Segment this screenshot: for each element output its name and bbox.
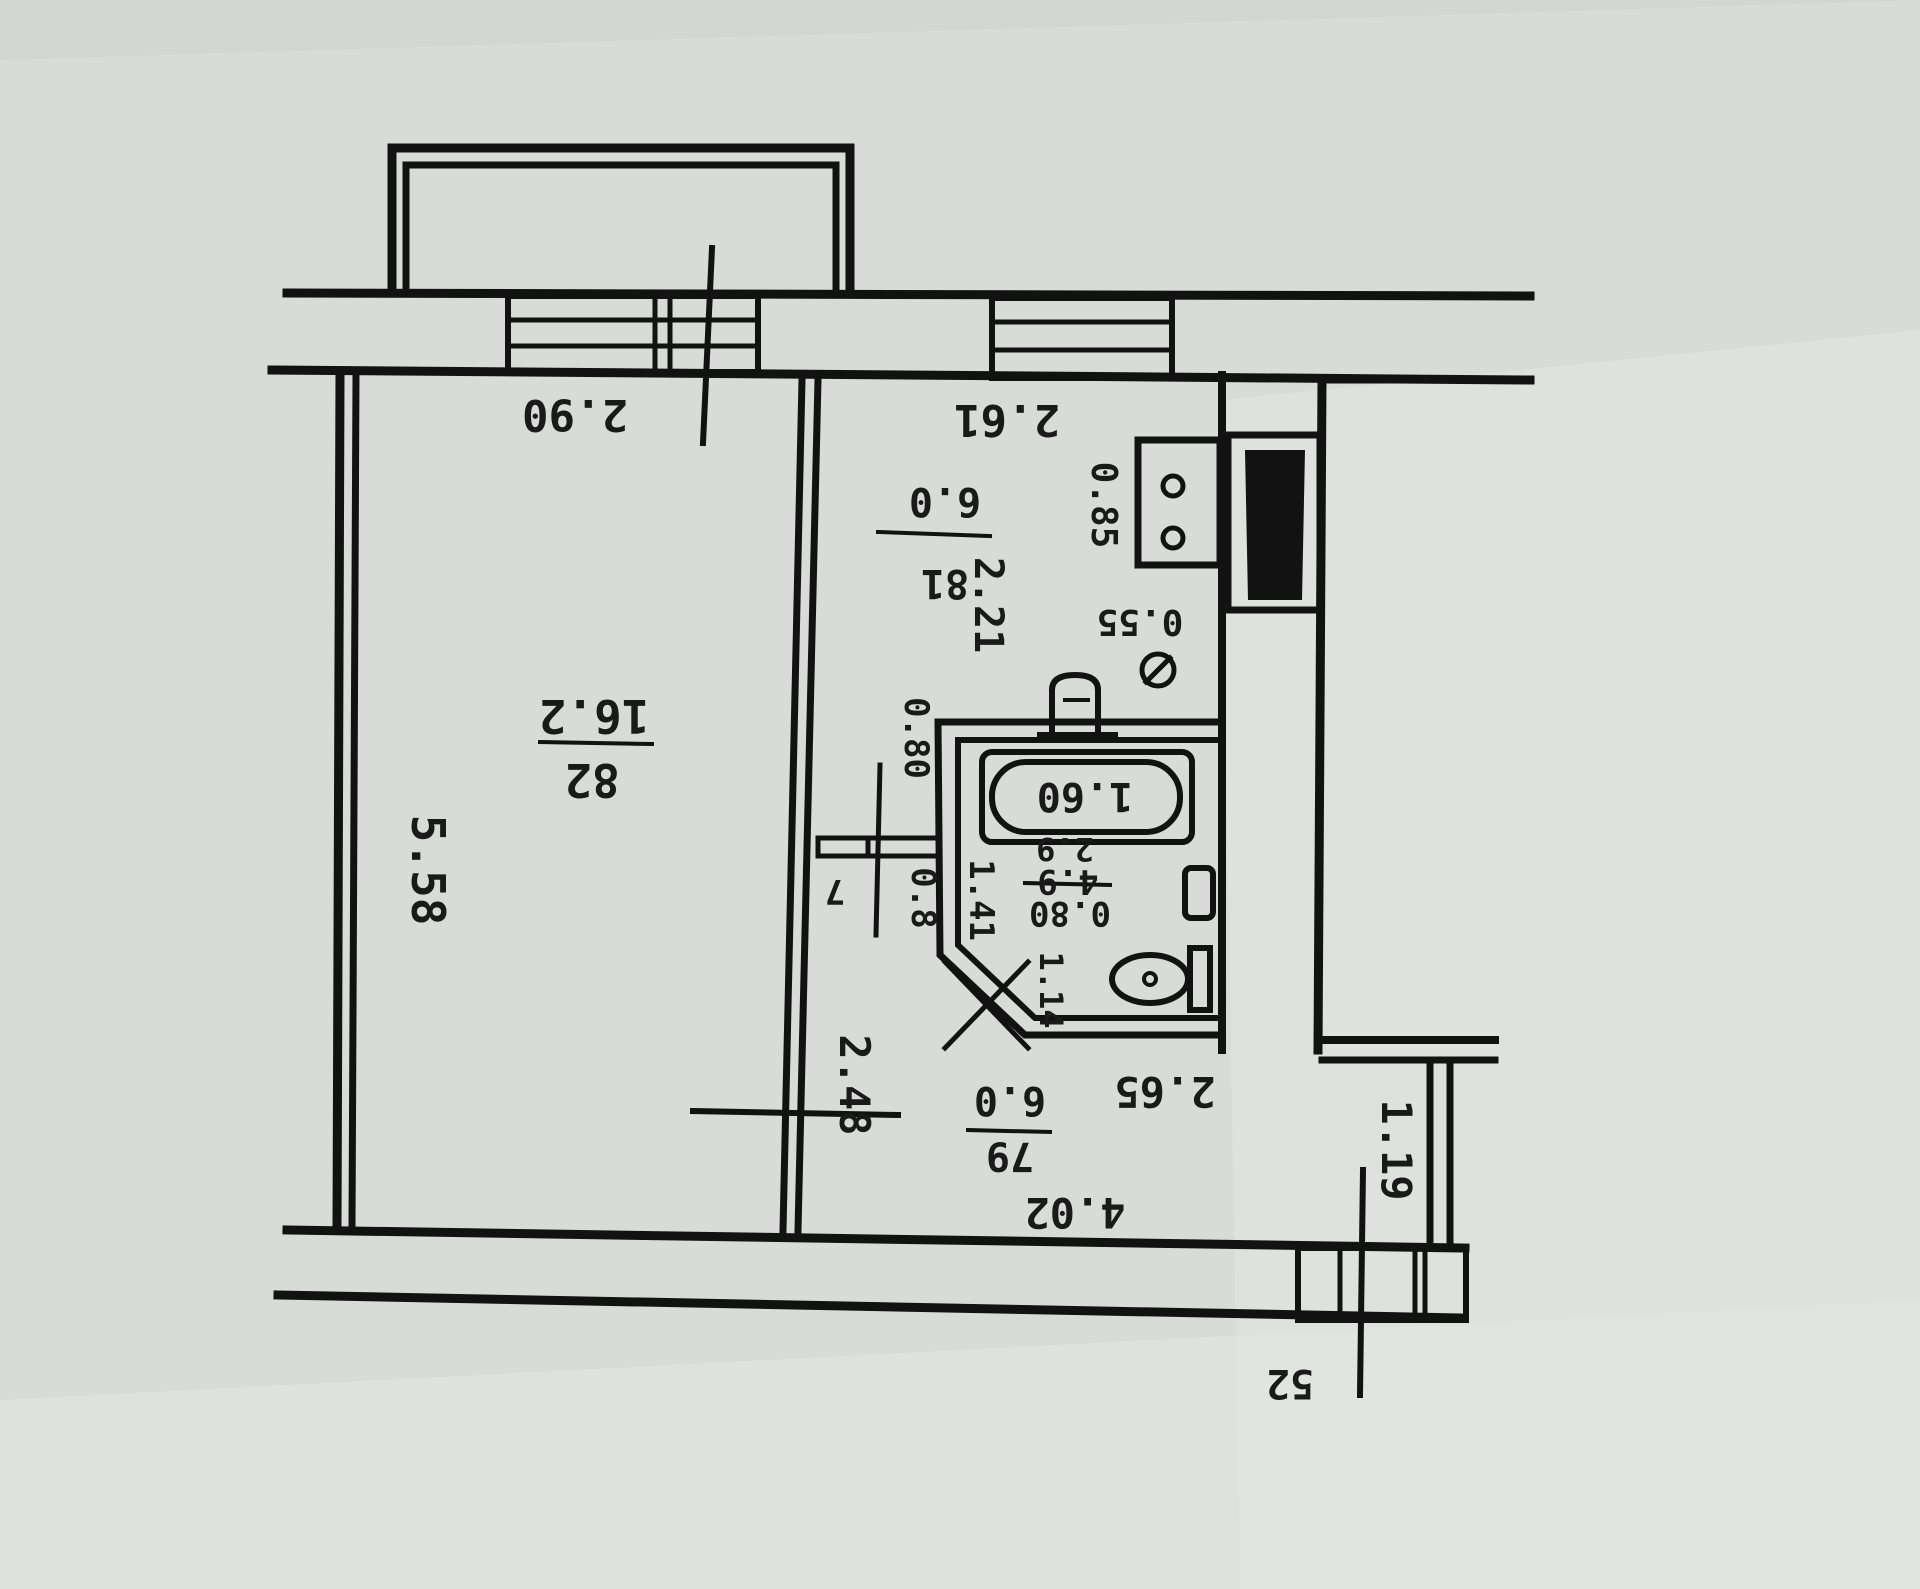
bath-depth: 1.41	[961, 859, 1001, 941]
toilet-drain	[1142, 971, 1158, 987]
partition-room-kitchen-a	[779, 376, 806, 1234]
toilet-width: 1.14	[1032, 951, 1070, 1028]
bath-door-width: 0.80	[896, 697, 936, 779]
hall-length: 2.48	[830, 1034, 879, 1135]
balcony-outline	[387, 143, 855, 295]
bathtub-length: 1.60	[1037, 773, 1133, 819]
toilet-bowl	[1109, 952, 1191, 1006]
stove-gap: 0.55	[1097, 601, 1184, 642]
door-a-mark: 7	[825, 871, 845, 911]
bath-area-num: 4.9	[1037, 861, 1098, 901]
entry-door-block	[1295, 1245, 1469, 1323]
kitchen-area-den: 81	[921, 560, 969, 606]
stove	[1134, 436, 1224, 569]
room1-length: 5.58	[401, 815, 455, 926]
gas-valve-icon	[1139, 651, 1177, 689]
area-bar-bath	[1022, 880, 1113, 888]
room1-area-den: 82	[564, 753, 619, 807]
area-bar-room	[537, 739, 655, 747]
paper-fold-right	[1220, 330, 1920, 1589]
area-bar-kitchen	[875, 529, 993, 539]
facade-outer-bottom	[273, 1290, 1467, 1323]
hall-tick	[689, 1107, 902, 1119]
dimension-labels: 2.90 5.58 16.2 82 2.61 6.0 81 2.21 0.85 …	[401, 389, 1421, 1406]
door-a-width: 0.8	[903, 867, 943, 928]
hall-area-num: 6.0	[974, 1077, 1046, 1123]
bath-area-den: 2.9	[1036, 830, 1094, 868]
kitchen-area-num: 6.0	[909, 478, 981, 524]
walls	[267, 143, 1535, 1399]
area-bar-hall	[965, 1127, 1053, 1135]
hall-area-den: 79	[986, 1133, 1034, 1179]
water-heater	[1049, 671, 1101, 738]
stove-depth: 0.85	[1083, 462, 1124, 549]
hall-width: 2.65	[1114, 1067, 1215, 1116]
entry-width: 1.19	[1372, 1099, 1421, 1200]
bathtub-inner	[989, 759, 1183, 835]
hall-total-length: 4.02	[1024, 1188, 1125, 1237]
vent-shaft	[1224, 431, 1324, 614]
sink	[1182, 865, 1216, 921]
bathtub	[979, 749, 1195, 845]
room1-width: 2.90	[522, 389, 628, 440]
kitchen-width: 2.61	[954, 394, 1060, 445]
exterior-wall-left-inner	[348, 371, 360, 1229]
facade-inner-bottom	[282, 1225, 1470, 1253]
entry-marker	[1356, 1166, 1367, 1399]
stove-burner-2	[1160, 525, 1186, 551]
vent-shaft-fill	[1245, 450, 1305, 600]
paper-fold-bottom	[0, 1300, 1920, 1589]
window-room	[505, 293, 761, 375]
facade-outer-top	[282, 288, 1535, 301]
door-marker-a	[873, 762, 883, 938]
gas-valve-stroke	[1142, 654, 1174, 686]
balcony-door-marker	[699, 244, 716, 447]
fixtures	[537, 436, 1224, 1135]
bath-door-width-2: 0.80	[1029, 893, 1111, 933]
bath-door-cross-2	[941, 958, 1032, 1052]
room1-area-num: 16.2	[539, 689, 650, 743]
entry-mark: 52	[1266, 1360, 1314, 1406]
toilet-tank	[1187, 945, 1213, 1013]
bath-wall-left-b	[955, 737, 1221, 1021]
exterior-wall-left-outer	[332, 370, 345, 1230]
balcony-inner	[402, 161, 840, 294]
stove-burner-1	[1160, 473, 1186, 499]
window-kitchen	[989, 295, 1175, 381]
partition-room-kitchen-b	[794, 376, 822, 1234]
kitchen-length: 2.21	[965, 557, 1011, 653]
